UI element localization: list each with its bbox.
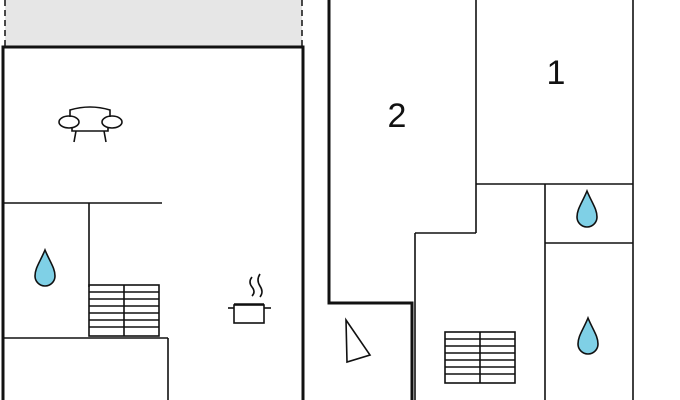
left-unit-walls <box>1 45 305 400</box>
radiator-icon <box>88 284 160 337</box>
terrace <box>4 0 303 46</box>
stairs-icon <box>345 317 372 364</box>
room-label-2: 2 <box>388 97 407 135</box>
armchair-icon <box>58 106 123 143</box>
water-drop-icon <box>34 247 56 287</box>
water-drop-icon <box>576 188 598 228</box>
right-unit-walls <box>327 0 634 400</box>
water-drop-icon <box>577 315 599 355</box>
radiator-icon <box>444 331 516 384</box>
room-label-1: 1 <box>547 54 566 92</box>
cooking-pot-icon <box>228 273 271 324</box>
